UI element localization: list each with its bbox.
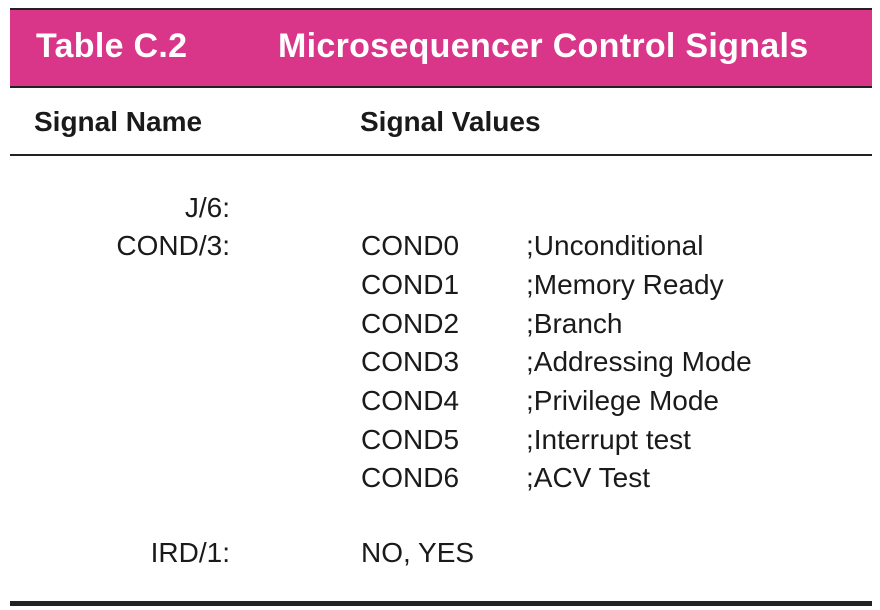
cond-value-code: COND4: [361, 385, 460, 416]
table-label: Table C.2: [36, 27, 188, 65]
cond-value-desc: ;Interrupt test: [526, 424, 691, 455]
cond-value-desc: ;Branch: [526, 308, 623, 339]
table-title-bar: Table C.2 Microsequencer Control Signals: [10, 8, 872, 88]
cond-value-code: COND2: [361, 308, 460, 339]
column-header-row: Signal Name Signal Values: [10, 88, 872, 156]
column-header-signal-name: Signal Name: [34, 106, 203, 137]
cond-value-desc: ;Addressing Mode: [526, 346, 752, 377]
table-title: Microsequencer Control Signals: [278, 27, 809, 65]
column-header-signal-values: Signal Values: [360, 106, 541, 137]
ird-values: NO, YES: [361, 537, 475, 568]
signal-name-j: J/6:: [184, 192, 230, 223]
signal-name-ird: IRD/1:: [150, 537, 230, 568]
cond-value-desc: ;ACV Test: [526, 462, 650, 493]
signal-name-cond: COND/3:: [116, 230, 230, 261]
cond-value-code: COND0: [361, 230, 460, 261]
cond-value-desc: ;Memory Ready: [526, 269, 724, 300]
table-bottom-rule: [10, 601, 872, 606]
cond-value-code: COND3: [361, 346, 460, 377]
cond-value-code: COND1: [361, 269, 460, 300]
cond-value-code: COND6: [361, 462, 460, 493]
cond-value-desc: ;Unconditional: [526, 230, 704, 261]
cond-value-code: COND5: [361, 424, 460, 455]
cond-value-desc: ;Privilege Mode: [526, 385, 719, 416]
